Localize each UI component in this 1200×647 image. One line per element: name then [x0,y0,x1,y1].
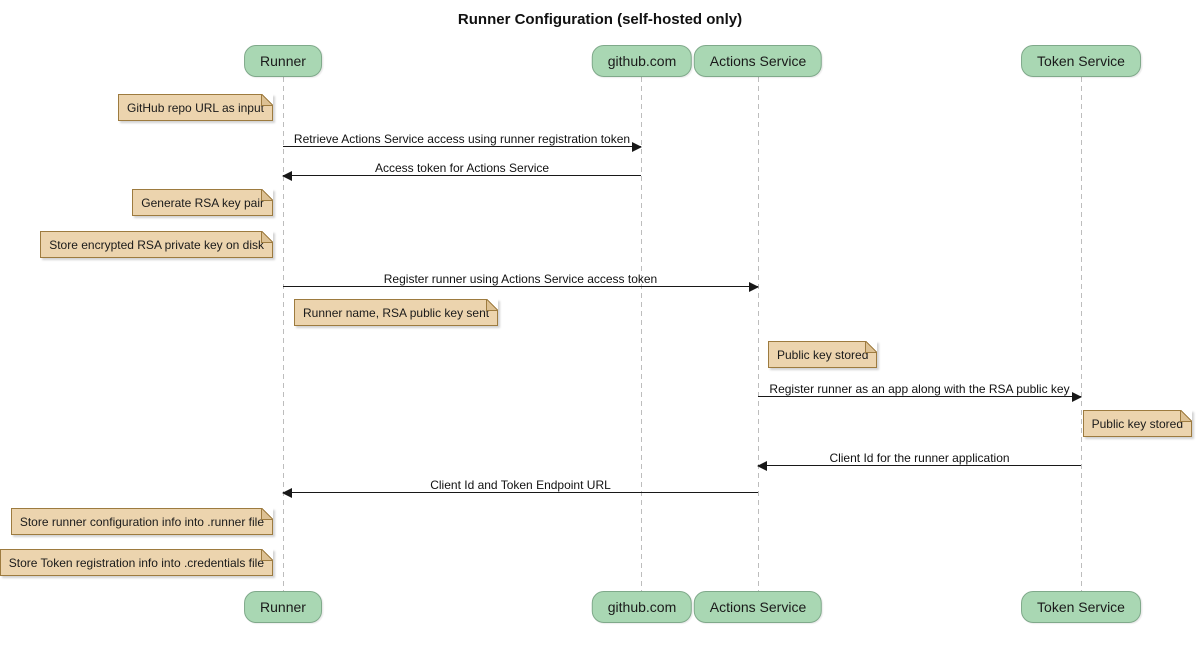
note-store-runner-file: Store runner configuration info into .ru… [10,508,273,535]
actor-actions-service-top: Actions Service [693,45,823,77]
note-fold-icon [1180,410,1192,422]
note-label: Public key stored [1091,417,1183,431]
lifeline-token-service [1081,77,1082,591]
arrowhead-right-icon [749,282,759,292]
note-label: GitHub repo URL as input [127,101,264,115]
actor-github-top: github.com [591,45,693,77]
message-line [283,175,641,176]
actor-runner-bottom: Runner [244,591,322,623]
note-store-credentials-file: Store Token registration info into .cred… [0,549,273,576]
note-runner-name-sent: Runner name, RSA public key sent [294,299,499,326]
lifeline-runner [283,77,284,591]
message-client-id: Client Id for the runner application [757,450,1081,471]
actor-github-bottom: github.com [591,591,693,623]
note-label: Runner name, RSA public key sent [303,306,490,320]
note-label: Generate RSA key pair [141,196,264,210]
lifeline-actions-service [758,77,759,591]
message-line [758,465,1081,466]
note-generate-rsa: Generate RSA key pair [132,189,273,216]
lifeline-github [641,77,642,591]
message-register-app: Register runner as an app along with the… [758,381,1082,402]
message-label: Register runner as an app along with the… [769,382,1070,396]
note-label: Public key stored [777,348,869,362]
arrowhead-left-icon [282,171,292,181]
message-label: Client Id for the runner application [829,451,1010,465]
note-fold-icon [261,549,273,561]
message-label: Client Id and Token Endpoint URL [430,478,611,492]
note-fold-icon [486,299,499,311]
note-github-repo-url: GitHub repo URL as input [118,94,273,121]
actor-runner-top: Runner [244,45,322,77]
arrowhead-left-icon [757,461,767,471]
diagram-title: Runner Configuration (self-hosted only) [457,11,743,28]
note-public-key-stored-actions: Public key stored [768,341,878,368]
actor-token-service-bottom: Token Service [1021,591,1141,623]
message-line [283,492,758,493]
message-client-id-endpoint: Client Id and Token Endpoint URL [282,477,758,498]
note-label: Store runner configuration info into .ru… [19,515,264,529]
message-line [283,286,758,287]
note-label: Store encrypted RSA private key on disk [49,238,264,252]
note-store-private-key: Store encrypted RSA private key on disk [40,231,273,258]
arrowhead-right-icon [1072,392,1082,402]
message-line [283,146,641,147]
actor-token-service-top: Token Service [1021,45,1141,77]
message-label: Register runner using Actions Service ac… [383,272,658,286]
message-retrieve-actions-access: Retrieve Actions Service access using ru… [283,131,642,152]
note-label: Store Token registration info into .cred… [8,556,264,570]
message-line [758,396,1081,397]
actor-actions-service-bottom: Actions Service [693,591,823,623]
message-label: Retrieve Actions Service access using ru… [293,132,631,146]
arrowhead-right-icon [632,142,642,152]
arrowhead-left-icon [282,488,292,498]
note-fold-icon [261,508,273,520]
note-fold-icon [865,341,878,353]
message-register-runner: Register runner using Actions Service ac… [283,271,759,292]
note-fold-icon [261,189,273,201]
note-fold-icon [261,94,273,106]
note-public-key-stored-token: Public key stored [1082,410,1192,437]
message-access-token: Access token for Actions Service [282,160,641,181]
note-fold-icon [261,231,273,243]
message-label: Access token for Actions Service [374,161,550,175]
